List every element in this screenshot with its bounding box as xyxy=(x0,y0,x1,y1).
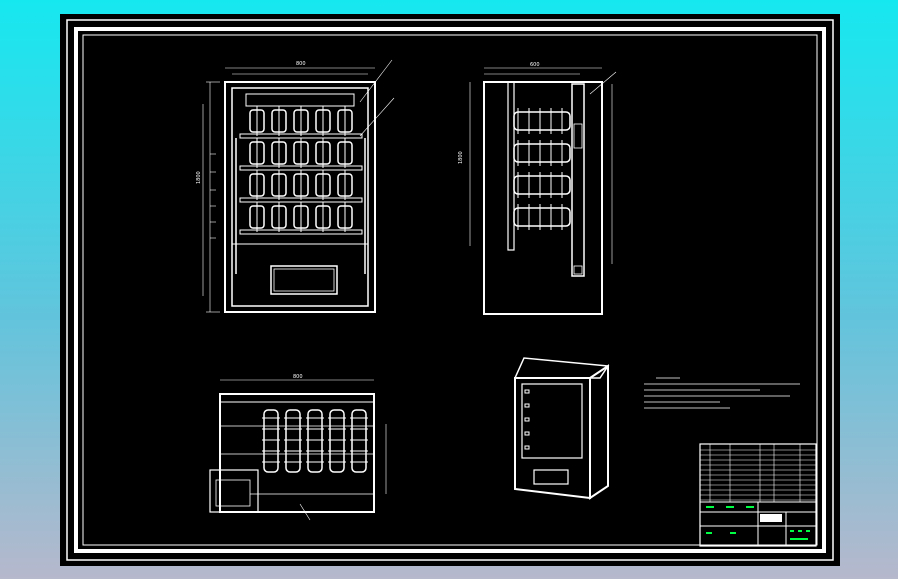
drawing-viewport[interactable]: 800 1800 xyxy=(60,14,840,566)
title-block xyxy=(699,443,817,547)
top-view: 800 xyxy=(209,374,387,521)
side-width-dim: 600 xyxy=(530,62,540,68)
isometric-view xyxy=(513,357,610,500)
side-height-dim: 1800 xyxy=(458,151,464,164)
coil xyxy=(315,138,331,168)
coil xyxy=(271,202,287,232)
side-coil xyxy=(513,172,571,198)
front-height-dim: 1800 xyxy=(196,171,202,184)
technical-notes xyxy=(644,377,800,409)
coil xyxy=(337,202,353,232)
coil xyxy=(337,138,353,168)
side-control-column xyxy=(571,83,585,277)
coil xyxy=(293,202,309,232)
dispensing-window xyxy=(270,265,338,295)
coil xyxy=(337,170,353,200)
title-block-green-marks xyxy=(706,506,810,540)
side-view: 600 1800 xyxy=(458,62,617,315)
coil xyxy=(249,202,265,232)
coil xyxy=(249,106,265,136)
coil xyxy=(315,106,331,136)
top-coil xyxy=(262,409,280,473)
side-coil xyxy=(513,204,571,230)
side-coil xyxy=(513,140,571,166)
iso-dispensing-window xyxy=(533,469,569,485)
coil xyxy=(271,106,287,136)
front-shelves xyxy=(232,133,368,274)
top-width-dim: 800 xyxy=(293,374,303,380)
coil xyxy=(293,170,309,200)
top-coil xyxy=(350,409,368,473)
coil xyxy=(337,106,353,136)
front-view: 800 1800 xyxy=(196,59,395,313)
coil xyxy=(293,138,309,168)
top-product-coils xyxy=(262,409,368,473)
side-coil xyxy=(513,108,571,134)
coil xyxy=(293,106,309,136)
coil xyxy=(315,202,331,232)
top-coil xyxy=(306,409,324,473)
front-width-dim: 800 xyxy=(296,61,306,67)
inner-sheet-border xyxy=(74,27,826,553)
side-product-coils xyxy=(513,108,571,230)
title-block-stamp xyxy=(760,514,782,522)
coil xyxy=(271,170,287,200)
coil xyxy=(271,138,287,168)
drawing-frame xyxy=(82,34,818,546)
cad-drawing: 800 1800 xyxy=(66,19,834,561)
coil xyxy=(249,170,265,200)
top-coil xyxy=(284,409,302,473)
front-product-coils xyxy=(249,106,353,232)
coil xyxy=(315,170,331,200)
coil xyxy=(249,138,265,168)
outer-sheet-border xyxy=(66,19,834,561)
top-coil xyxy=(328,409,346,473)
